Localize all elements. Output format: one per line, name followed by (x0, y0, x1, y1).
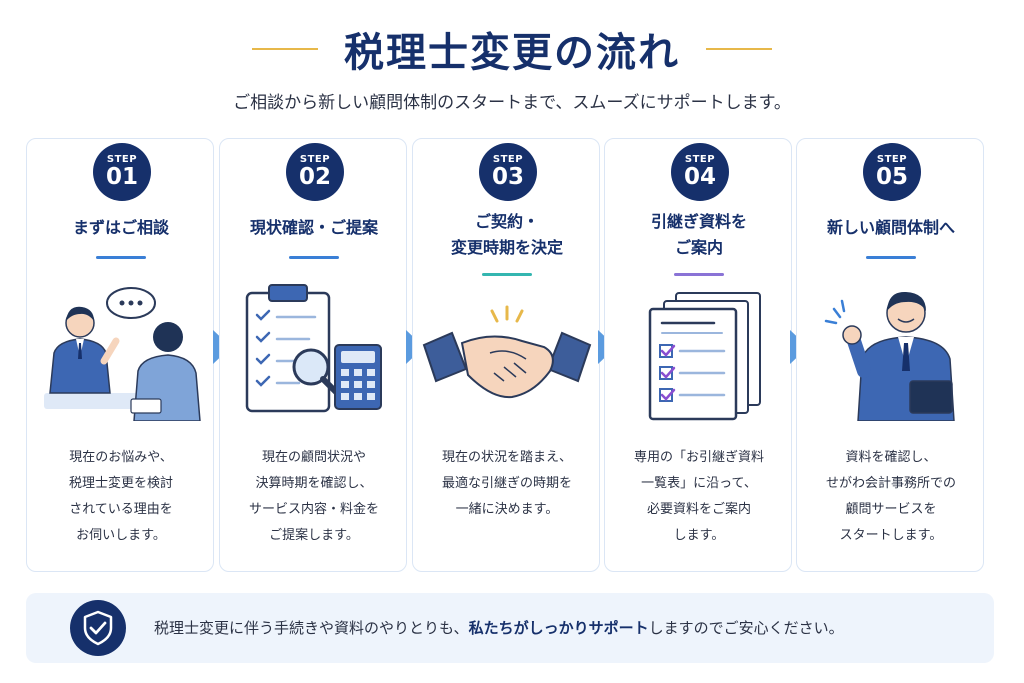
step-title-line: まずはご相談 (72, 218, 169, 237)
handshake-icon (422, 305, 592, 399)
step-desc-line: 顧問サービスを (845, 502, 937, 517)
step-desc-line: ご提案します。 (269, 528, 359, 543)
businessman-icon (824, 291, 955, 421)
step-badge: STEP 03 (479, 143, 537, 201)
step-description: 現在の状況を踏まえ、 最適な引継ぎの時期を 一緒に決めます。 (417, 445, 597, 523)
step-title-line: 現状確認・ご提案 (249, 218, 378, 237)
step-label: STEP (876, 154, 908, 165)
step-desc-line: 必要資料をご案内 (646, 502, 751, 517)
step-title: 新しい顧問体制へ (801, 215, 981, 241)
step-badge: STEP 01 (93, 143, 151, 201)
step-title: まずはご相談 (31, 215, 211, 241)
step-desc-line: 現在の状況を踏まえ、 (441, 450, 572, 465)
step-desc-line: 税理士変更を検討 (68, 476, 173, 491)
step-desc-line: 現在の顧問状況や (261, 450, 366, 465)
step-card-02: STEP 02 現状確認・ご提案 現在の顧問状況や 決算時期を確認し、 サービス… (219, 138, 407, 572)
step-description: 現在のお悩みや、 税理士変更を検討 されている理由を お伺いします。 (31, 445, 211, 549)
step-label: STEP (106, 154, 138, 165)
step-desc-line: 最適な引継ぎの時期を (441, 476, 572, 491)
step-card-01: STEP 01 まずはご相談 現在のお悩みや、 税理士変更を検討 されている理由… (26, 138, 214, 572)
support-text-before: 税理士変更に伴う手続きや資料のやりとりも、 (154, 619, 469, 637)
step-badge: STEP 05 (863, 143, 921, 201)
page-subtitle: ご相談から新しい顧問体制のスタートまで、スムーズにサポートします。 (233, 93, 791, 113)
support-text-highlight: 私たちがしっかりサポート (468, 619, 649, 637)
step-underline (674, 273, 724, 276)
step-title-line: ご契約・ (474, 212, 539, 231)
step-number: 05 (875, 164, 908, 190)
step-desc-line: スタートします。 (839, 528, 943, 543)
step-title: 引継ぎ資料を ご案内 (609, 209, 789, 261)
step-title-line: 新しい顧問体制へ (826, 218, 955, 237)
shield-check-icon (70, 600, 126, 656)
title-row: 税理士変更の流れ (0, 18, 1024, 80)
step-number: 02 (298, 164, 331, 190)
step-number: 03 (491, 164, 524, 190)
step-desc-line: されている理由を (69, 502, 173, 517)
step-title: ご契約・ 変更時期を決定 (417, 209, 597, 261)
step-underline (289, 256, 339, 259)
step-title-line: ご案内 (674, 238, 723, 257)
step-number: 04 (683, 164, 716, 190)
document-checklist-icon (648, 292, 761, 421)
support-text-after: しますのでご安心ください。 (648, 619, 844, 637)
step-underline (96, 256, 146, 259)
step-card-04: STEP 04 引継ぎ資料を ご案内 専用の「お引継ぎ資料 一覧表」に沿って、 … (604, 138, 792, 572)
step-badge: STEP 04 (671, 143, 729, 201)
step-desc-line: 一覧表」に沿って、 (641, 476, 757, 491)
clipboard-calculator-icon (245, 284, 382, 413)
step-desc-line: 一緒に決めます。 (455, 502, 559, 517)
step-title-line: 引継ぎ資料を (650, 212, 747, 231)
title-left-rule (252, 48, 318, 50)
support-banner: 税理士変更に伴う手続きや資料のやりとりも、私たちがしっかりサポートしますのでご安… (26, 593, 994, 663)
step-badge: STEP 02 (286, 143, 344, 201)
step-desc-line: 現在のお悩みや、 (69, 450, 173, 465)
consultation-icon (44, 287, 201, 421)
step-number: 01 (105, 164, 138, 190)
step-description: 現在の顧問状況や 決算時期を確認し、 サービス内容・料金を ご提案します。 (224, 445, 404, 549)
step-description: 資料を確認し、 せがわ会計事務所での 顧問サービスを スタートします。 (801, 445, 981, 549)
step-underline (866, 256, 916, 259)
step-desc-line: 決算時期を確認し、 (255, 476, 373, 491)
step-card-03: STEP 03 ご契約・ 変更時期を決定 現在の状況を踏まえ、 最適な引継ぎの時… (412, 138, 600, 572)
step-label: STEP (299, 154, 331, 165)
step-desc-line: 資料を確認し、 (845, 450, 937, 465)
step-card-05: STEP 05 新しい顧問体制へ 資料を確認し、 せがわ会計事務所での 顧問サー… (796, 138, 984, 572)
page-title: 税理士変更の流れ (344, 30, 680, 76)
step-underline (482, 273, 532, 276)
step-desc-line: サービス内容・料金を (248, 502, 379, 517)
title-right-rule (706, 48, 772, 50)
step-desc-line: 専用の「お引継ぎ資料 (633, 450, 764, 465)
step-title: 現状確認・ご提案 (224, 215, 404, 241)
step-desc-line: します。 (673, 528, 725, 543)
step-label: STEP (492, 154, 524, 165)
step-desc-line: せがわ会計事務所での (825, 476, 956, 491)
step-label: STEP (684, 154, 716, 165)
support-message: 税理士変更に伴う手続きや資料のやりとりも、私たちがしっかりサポートしますのでご安… (154, 593, 844, 663)
step-title-line: 変更時期を決定 (450, 238, 563, 257)
step-description: 専用の「お引継ぎ資料 一覧表」に沿って、 必要資料をご案内 します。 (609, 445, 789, 549)
step-desc-line: お伺いします。 (76, 528, 166, 543)
